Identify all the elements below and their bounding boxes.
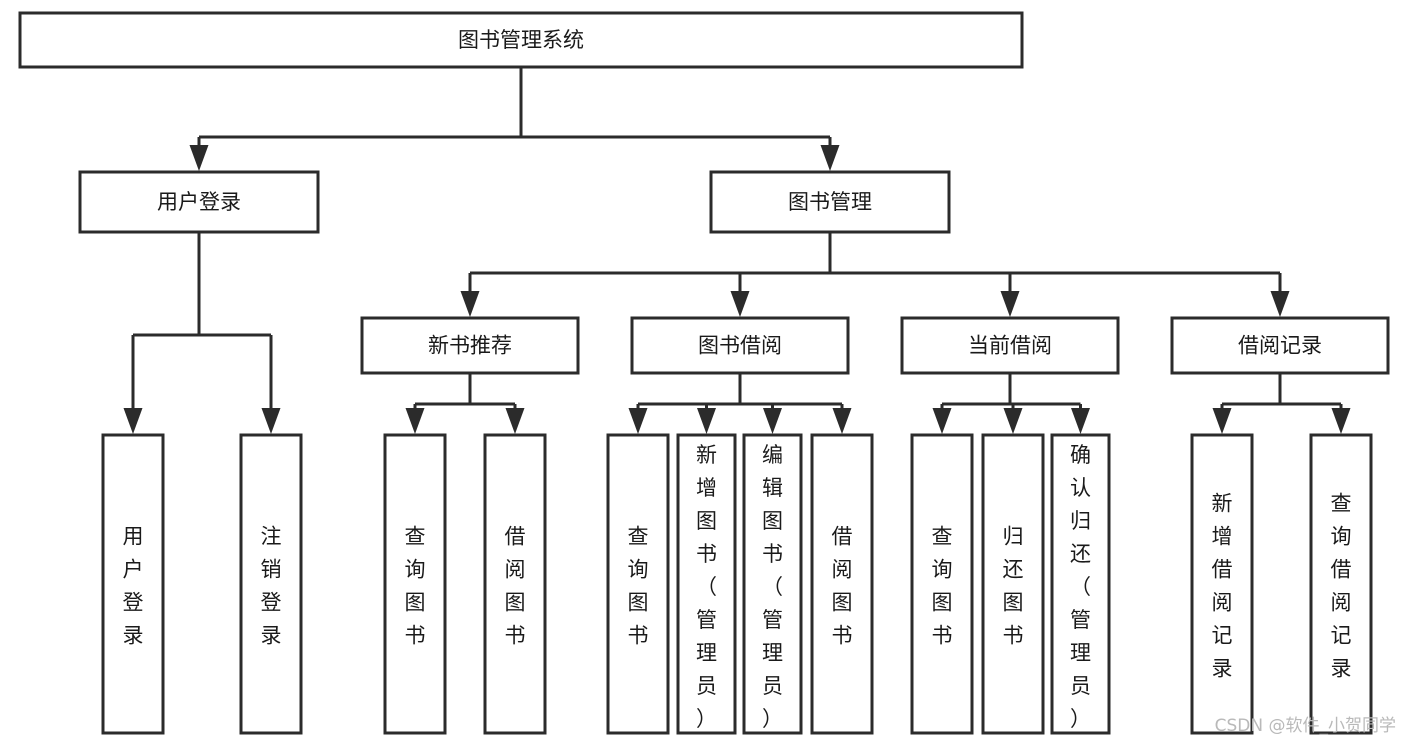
csdn-watermark: CSDN @软件_小贺同学 xyxy=(1215,716,1396,736)
node-label: 归还图书 xyxy=(1003,525,1024,648)
node-leaf-query-book-2[interactable]: 查询图书 xyxy=(606,433,670,735)
connector-group-book-borrow xyxy=(628,373,852,434)
node-leaf-borrow-book-1[interactable]: 借阅图书 xyxy=(483,433,547,735)
node-label: 新增借阅记录 xyxy=(1212,492,1233,681)
node-label: 当前借阅 xyxy=(968,334,1052,358)
node-leaf-add-record[interactable]: 新增借阅记录 xyxy=(1190,433,1254,735)
node-box[interactable] xyxy=(910,433,974,735)
arrow-head-icon xyxy=(820,145,840,171)
node-leaf-query-book-3[interactable]: 查询图书 xyxy=(910,433,974,735)
node-box[interactable] xyxy=(1050,433,1111,735)
node-label: 借阅图书 xyxy=(832,525,853,648)
connector-group-current-borrow xyxy=(932,373,1090,434)
node-box[interactable] xyxy=(676,433,737,735)
node-leaf-logout[interactable]: 注销登录 xyxy=(239,433,303,735)
arrow-head-icon xyxy=(405,408,425,434)
arrow-head-icon xyxy=(832,408,852,434)
node-label: 图书管理 xyxy=(788,190,872,214)
node-label: 借阅记录 xyxy=(1238,334,1322,358)
node-leaf-edit-book[interactable]: 编辑图书（管理员） xyxy=(742,433,803,735)
node-label: 新增图书（管理员） xyxy=(696,443,717,731)
arrow-head-icon xyxy=(1212,408,1232,434)
node-new-book-rec[interactable]: 新书推荐 xyxy=(360,316,580,375)
node-leaf-query-book-1[interactable]: 查询图书 xyxy=(383,433,447,735)
node-box[interactable] xyxy=(810,433,874,735)
node-layer: 图书管理系统用户登录图书管理新书推荐图书借阅当前借阅借阅记录用户登录注销登录查询… xyxy=(18,11,1390,735)
node-label: 借阅图书 xyxy=(505,525,526,648)
arrow-head-icon xyxy=(189,145,209,171)
node-leaf-borrow-book-2[interactable]: 借阅图书 xyxy=(810,433,874,735)
node-box[interactable] xyxy=(1309,433,1373,735)
node-box[interactable] xyxy=(78,170,320,234)
node-label: 注销登录 xyxy=(261,525,282,648)
arrow-head-icon xyxy=(697,408,716,434)
node-label: 查询图书 xyxy=(405,525,426,648)
connector-group-borrow-record xyxy=(1212,373,1351,434)
arrow-head-icon xyxy=(763,408,782,434)
node-root[interactable]: 图书管理系统 xyxy=(18,11,1024,69)
connector-group-user-login xyxy=(123,232,281,434)
arrow-head-icon xyxy=(460,291,480,317)
node-box[interactable] xyxy=(18,11,1024,69)
connector-layer xyxy=(123,67,1351,434)
arrow-head-icon xyxy=(932,408,952,434)
node-box[interactable] xyxy=(742,433,803,735)
arrow-head-icon xyxy=(1071,408,1090,434)
node-box[interactable] xyxy=(383,433,447,735)
node-label: 用户登录 xyxy=(157,190,241,214)
node-user-login[interactable]: 用户登录 xyxy=(78,170,320,234)
node-box[interactable] xyxy=(101,433,165,735)
node-box[interactable] xyxy=(360,316,580,375)
node-box[interactable] xyxy=(606,433,670,735)
node-box[interactable] xyxy=(483,433,547,735)
node-borrow-record[interactable]: 借阅记录 xyxy=(1170,316,1390,375)
arrow-head-icon xyxy=(1000,291,1020,317)
arrow-head-icon xyxy=(1270,291,1290,317)
node-box[interactable] xyxy=(1190,433,1254,735)
node-label: 查询图书 xyxy=(628,525,649,648)
node-current-borrow[interactable]: 当前借阅 xyxy=(900,316,1120,375)
arrow-head-icon xyxy=(1003,408,1023,434)
arrow-head-icon xyxy=(1331,408,1351,434)
node-book-borrow[interactable]: 图书借阅 xyxy=(630,316,850,375)
node-label: 查询借阅记录 xyxy=(1331,492,1352,681)
node-leaf-query-record[interactable]: 查询借阅记录 xyxy=(1309,433,1373,735)
node-label: 新书推荐 xyxy=(428,334,512,358)
arrow-head-icon xyxy=(261,408,281,434)
node-box[interactable] xyxy=(981,433,1045,735)
node-label: 查询图书 xyxy=(932,525,953,648)
arrow-head-icon xyxy=(123,408,143,434)
arrow-head-icon xyxy=(730,291,750,317)
node-leaf-add-book[interactable]: 新增图书（管理员） xyxy=(676,433,737,735)
node-box[interactable] xyxy=(630,316,850,375)
node-box[interactable] xyxy=(239,433,303,735)
connector-group-root xyxy=(189,67,840,171)
arrow-head-icon xyxy=(628,408,648,434)
node-leaf-user-login[interactable]: 用户登录 xyxy=(101,433,165,735)
arrow-head-icon xyxy=(505,408,525,434)
connector-group-new-book-rec xyxy=(405,373,525,434)
connector-group-book-mgmt xyxy=(460,232,1290,317)
node-label: 图书管理系统 xyxy=(458,28,584,52)
node-box[interactable] xyxy=(709,170,951,234)
node-label: 确认归还（管理员） xyxy=(1070,443,1091,731)
node-box[interactable] xyxy=(900,316,1120,375)
node-box[interactable] xyxy=(1170,316,1390,375)
node-label: 用户登录 xyxy=(123,525,144,648)
node-leaf-return-book[interactable]: 归还图书 xyxy=(981,433,1045,735)
node-label: 图书借阅 xyxy=(698,334,782,358)
node-label: 编辑图书（管理员） xyxy=(762,443,783,731)
node-book-mgmt[interactable]: 图书管理 xyxy=(709,170,951,234)
node-leaf-confirm-return[interactable]: 确认归还（管理员） xyxy=(1050,433,1111,735)
